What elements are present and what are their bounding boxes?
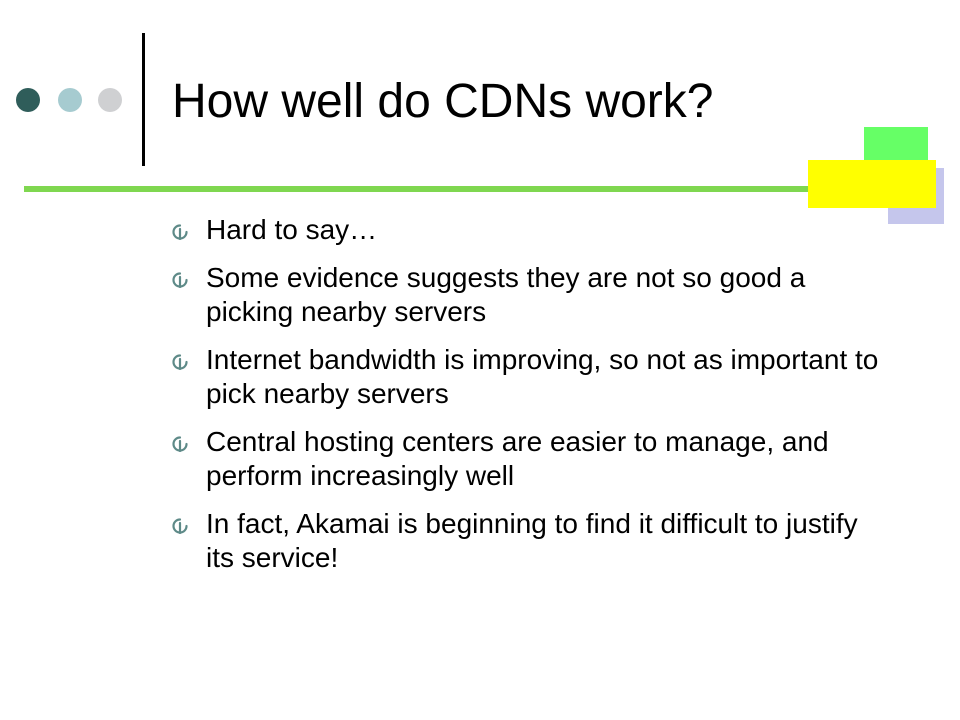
bullet-text: Hard to say… bbox=[206, 214, 378, 245]
bullet-text: Central hosting centers are easier to ma… bbox=[206, 426, 829, 491]
fleuron-icon bbox=[172, 518, 188, 534]
fleuron-icon bbox=[172, 272, 188, 288]
fleuron-icon bbox=[172, 436, 188, 452]
fleuron-icon bbox=[172, 224, 188, 240]
decorative-rectangle-yellow bbox=[808, 160, 936, 208]
bullet-text: Internet bandwidth is improving, so not … bbox=[206, 344, 879, 409]
bullet-text: In fact, Akamai is beginning to find it … bbox=[206, 508, 858, 573]
decorative-dot-dark bbox=[16, 88, 40, 112]
bullet-item: Some evidence suggests they are not so g… bbox=[172, 261, 892, 329]
slide-title: How well do CDNs work? bbox=[172, 75, 714, 128]
bullet-item: In fact, Akamai is beginning to find it … bbox=[172, 507, 892, 575]
decorative-dot-gray bbox=[98, 88, 122, 112]
decorative-dot-light-blue bbox=[58, 88, 82, 112]
bullet-item: Internet bandwidth is improving, so not … bbox=[172, 343, 892, 411]
bullet-text: Some evidence suggests they are not so g… bbox=[206, 262, 806, 327]
fleuron-icon bbox=[172, 354, 188, 370]
title-vertical-rule bbox=[142, 33, 145, 166]
title-underline-rule bbox=[24, 186, 824, 192]
bullet-list: Hard to say… Some evidence suggests they… bbox=[172, 213, 892, 589]
bullet-item: Hard to say… bbox=[172, 213, 892, 247]
bullet-item: Central hosting centers are easier to ma… bbox=[172, 425, 892, 493]
